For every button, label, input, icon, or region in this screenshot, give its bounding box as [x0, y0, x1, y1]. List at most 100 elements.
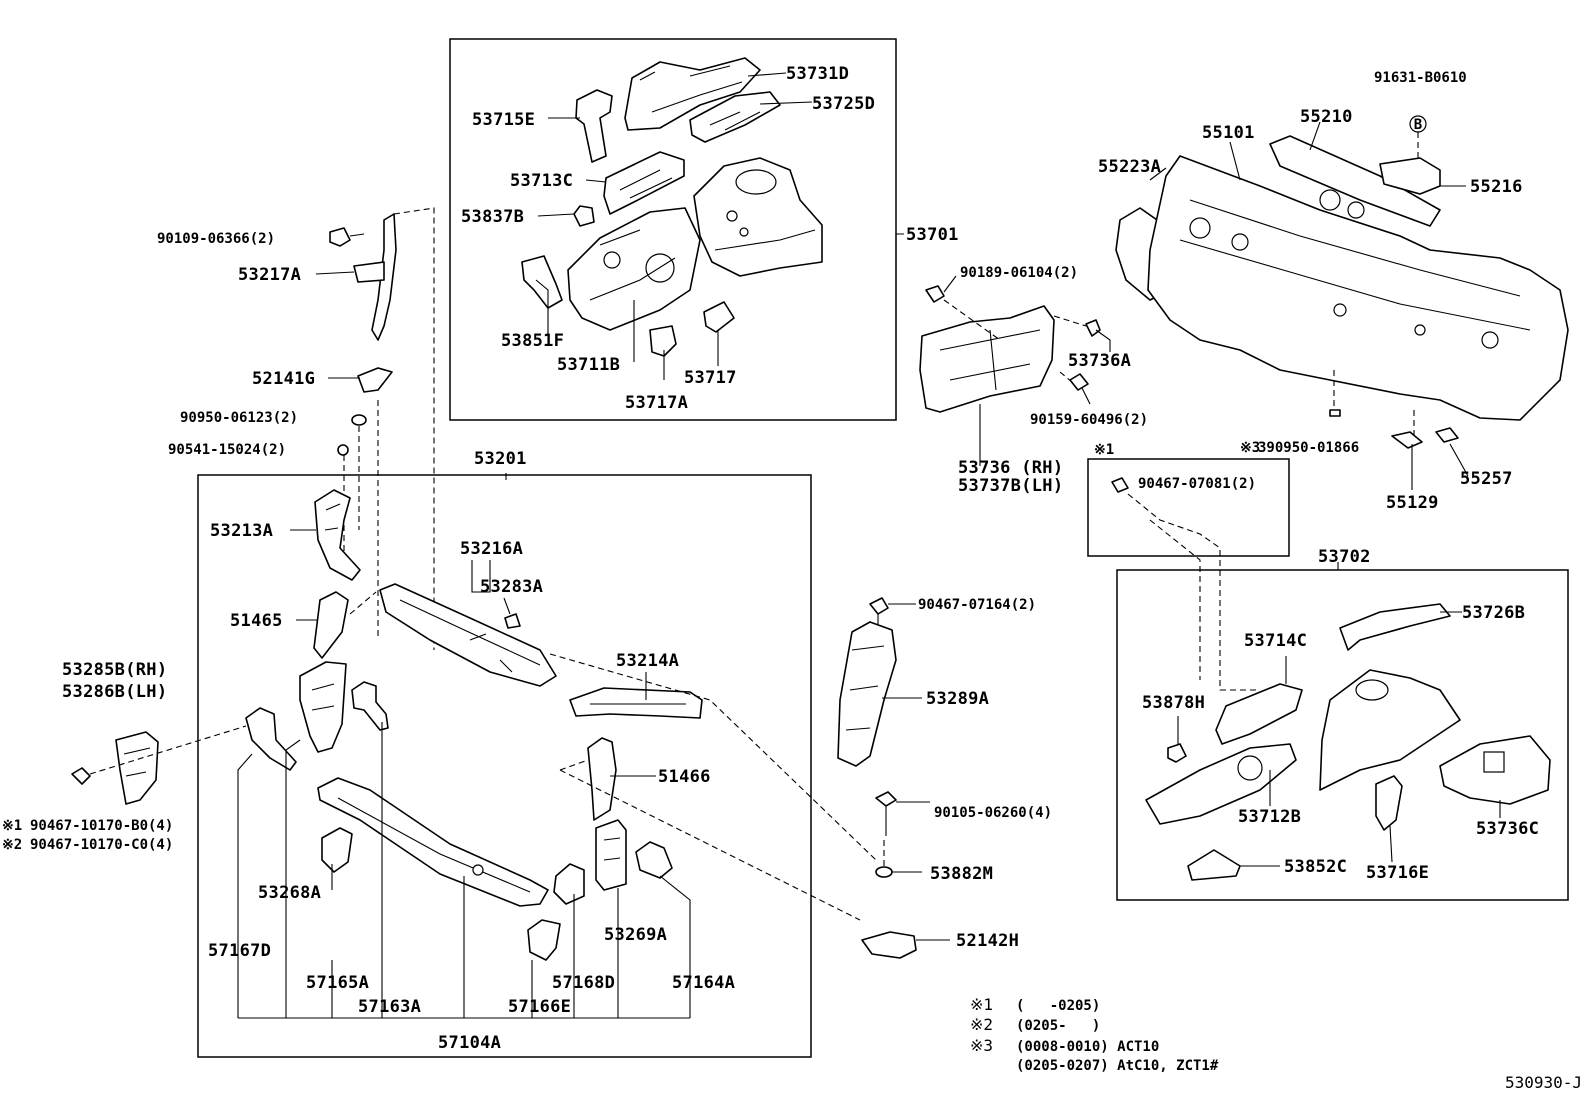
- part-90109-bolt-drawing: [329, 227, 365, 247]
- label-53725D: 53725D: [812, 94, 875, 114]
- part-53852C-drawing: [1187, 849, 1241, 881]
- part-apron-53702-drawing: [1319, 669, 1461, 791]
- label-53216A: 53216A: [460, 539, 523, 559]
- part-51466-drawing: [587, 737, 617, 821]
- label-90159-60496: 90159-60496(2): [1030, 412, 1148, 428]
- part-52141G-drawing: [357, 367, 393, 393]
- part-53268A-drawing: [299, 661, 347, 753]
- label-53737B: 53737B(LH): [958, 476, 1063, 496]
- part-90467-07164-drawing: [869, 597, 889, 626]
- part-53217A-drawing: [353, 213, 397, 341]
- label-53201: 53201: [474, 449, 527, 469]
- ref-mark-2: ※2: [2, 837, 22, 853]
- part-53717-drawing: [703, 301, 735, 333]
- part-53736C-drawing: [1439, 735, 1551, 805]
- label-53717: 53717: [684, 368, 737, 388]
- label-53716E: 53716E: [1366, 863, 1429, 883]
- group-box-53701: [449, 38, 897, 421]
- label-90109-06366: 90109-06366(2): [157, 231, 275, 247]
- part-53283A-drawing: [504, 613, 521, 629]
- part-52142H-drawing: [861, 931, 917, 959]
- label-91631-B0610: 91631-B0610: [1374, 70, 1467, 86]
- label-90105-06260: 90105-06260(4): [934, 805, 1052, 821]
- label-53736C: 53736C: [1476, 819, 1539, 839]
- label-90950-01866: 390950-01866: [1258, 440, 1359, 456]
- label-55223A: 55223A: [1098, 157, 1161, 177]
- label-53269A: 53269A: [604, 925, 667, 945]
- label-90189-06104: 90189-06104(2): [960, 265, 1078, 281]
- label-53283A: 53283A: [480, 577, 543, 597]
- part-51465-drawing: [313, 591, 349, 659]
- figure-code: 530930-J: [1505, 1073, 1582, 1092]
- part-53882M-washer-drawing: [875, 866, 893, 878]
- label-53882M: 53882M: [930, 864, 993, 884]
- leader-lines: [237, 72, 1501, 1019]
- label-57166E: 57166E: [508, 997, 571, 1017]
- note-3-mark: ※3: [970, 1036, 993, 1055]
- part-57166E-drawing: [527, 919, 561, 961]
- label-53712B: 53712B: [1238, 807, 1301, 827]
- label-53289A: 53289A: [926, 689, 989, 709]
- part-53736-drawing: [919, 305, 1055, 413]
- label-90467-10170-B0: 90467-10170-B0(4): [30, 818, 173, 834]
- footnotes: ※1 ( -0205) ※2 (0205- ) ※3 (0008-0010) A…: [970, 995, 1219, 1074]
- label-53702: 53702: [1318, 547, 1371, 567]
- label-52141G: 52141G: [252, 369, 315, 389]
- label-55101: 55101: [1202, 123, 1255, 143]
- label-53731D: 53731D: [786, 64, 849, 84]
- note-2-mark: ※2: [970, 1015, 993, 1034]
- label-53736A: 53736A: [1068, 351, 1131, 371]
- part-90950-washer-drawing: [351, 414, 367, 426]
- label-90467-07081: 90467-07081(2): [1138, 476, 1256, 492]
- label-53715E: 53715E: [472, 110, 535, 130]
- part-apron-53701-drawing: [693, 157, 823, 277]
- label-55210: 55210: [1300, 107, 1353, 127]
- label-57104A: 57104A: [438, 1033, 501, 1053]
- label-90467-10170-C0: 90467-10170-C0(4): [30, 837, 173, 853]
- part-53213A-drawing: [314, 489, 361, 581]
- part-53711B-drawing: [567, 207, 701, 331]
- ref-mark-1: ※1: [2, 818, 22, 834]
- label-53851F: 53851F: [501, 331, 564, 351]
- box-mark-1: ※1: [1094, 442, 1114, 458]
- part-53289A-drawing: [837, 621, 897, 767]
- part-55257-drawing: [1435, 427, 1459, 443]
- group-box-53702: [1116, 569, 1569, 901]
- part-57168D-drawing: [553, 863, 585, 905]
- part-90105-bolt-drawing: [875, 791, 897, 836]
- part-53269A-drawing: [595, 819, 627, 891]
- label-57168D: 57168D: [552, 973, 615, 993]
- part-53716E-drawing: [1375, 775, 1403, 831]
- part-53726B-drawing: [1339, 603, 1451, 651]
- b-circle-label: B: [1414, 117, 1422, 133]
- label-53214A: 53214A: [616, 651, 679, 671]
- part-55129-drawing: [1391, 431, 1423, 449]
- label-55216: 55216: [1470, 177, 1523, 197]
- label-53714C: 53714C: [1244, 631, 1307, 651]
- label-52142H: 52142H: [956, 931, 1019, 951]
- label-53726B: 53726B: [1462, 603, 1525, 623]
- label-53268A: 53268A: [258, 883, 321, 903]
- group-box-53201: [197, 474, 812, 1058]
- label-53213A: 53213A: [210, 521, 273, 541]
- part-90159-drawing: [1069, 373, 1089, 391]
- part-53851F-drawing: [521, 255, 563, 309]
- ref-mark-3: ※3: [1240, 440, 1260, 456]
- part-53715E-drawing: [575, 89, 613, 163]
- part-90541-clip-drawing: [337, 444, 349, 456]
- part-57104A-drawing: [317, 777, 549, 907]
- part-57165A-drawing: [321, 827, 353, 873]
- label-57167D: 57167D: [208, 941, 271, 961]
- label-55257: 55257: [1460, 469, 1513, 489]
- note-3-text-2: (0205-0207) AtC10, ZCT1#: [1016, 1058, 1219, 1074]
- label-53711B: 53711B: [557, 355, 620, 375]
- label-90467-07164: 90467-07164(2): [918, 597, 1036, 613]
- part-57163A-drawing: [351, 681, 389, 731]
- label-53217A: 53217A: [238, 265, 301, 285]
- part-53878H-drawing: [1167, 743, 1187, 763]
- label-53713C: 53713C: [510, 171, 573, 191]
- part-55101-drawing: [1147, 155, 1569, 421]
- part-53214A-drawing: [569, 687, 703, 719]
- note-1-mark: ※1: [970, 995, 993, 1014]
